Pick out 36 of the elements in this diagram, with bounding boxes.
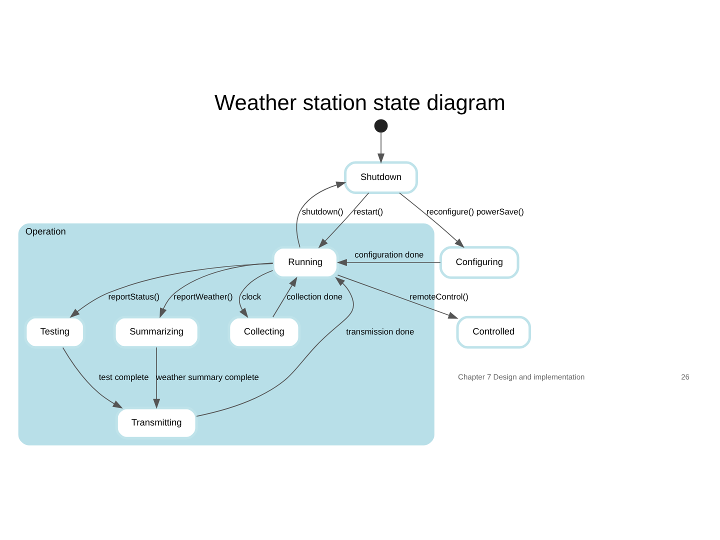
edge-label: configuration done	[354, 248, 424, 259]
edge-label: shutdown()	[302, 206, 344, 216]
arrow	[336, 258, 441, 266]
arrow	[377, 130, 385, 164]
arrow	[399, 192, 465, 248]
arrow	[272, 276, 298, 317]
node-box: Shutdown	[344, 160, 418, 194]
node-box: Controlled	[456, 315, 532, 348]
edge-label: collection done	[286, 291, 343, 301]
diagram-title: Weather station state diagram	[214, 90, 506, 115]
arrow	[70, 262, 274, 318]
edge-label: clock	[242, 291, 262, 301]
edge-label: restart()	[354, 206, 384, 216]
arrow	[337, 274, 458, 318]
arrow	[196, 276, 354, 416]
node-box: Configuring	[439, 246, 520, 278]
edge-label: remoteControl()	[410, 291, 468, 301]
arrow	[318, 192, 370, 248]
node-circle	[374, 118, 388, 132]
node-box: Summarizing	[113, 315, 200, 348]
edge-label: transmission done	[346, 326, 414, 336]
edge-label: reportStatus()	[108, 291, 160, 301]
label: Chapter 7 Design and implementation	[458, 372, 585, 382]
node-box: Transmitting	[115, 406, 198, 439]
node-box: Testing	[24, 315, 86, 348]
arrow	[153, 346, 160, 408]
edge-label: test complete	[98, 371, 149, 382]
node-box: Running	[272, 246, 339, 278]
arrow	[238, 270, 274, 318]
edge-label: reportWeather()	[174, 291, 233, 301]
arrow	[160, 262, 274, 318]
edge-label: reconfigure() powerSave()	[426, 206, 524, 216]
node-box: Collecting	[228, 315, 301, 348]
arrow	[62, 346, 123, 408]
arrow	[296, 181, 346, 248]
label: 26	[681, 372, 690, 382]
